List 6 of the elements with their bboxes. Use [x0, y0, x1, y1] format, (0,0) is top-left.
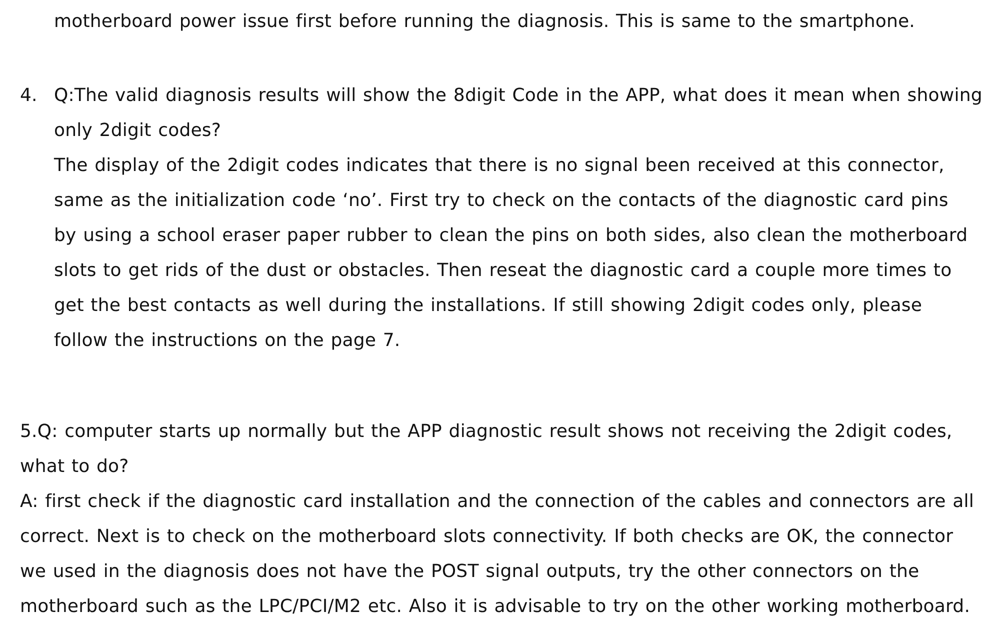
answer-paragraph: A: first check if the diagnostic card installation and the connection of the cables and connectors are all correct. Next is to check on the motherboard slots connectivity. If both checks are OK, the connector we used in the diagnosis does not have the POST signal outputs, try the other connectors on the motherboard such as the LPC/PCI/M2 etc. Also it is advisable to try on the other working motherboard. [20, 490, 975, 619]
question-text: 5.Q: computer starts up normally but the APP diagnostic result shows not receiving the 2digit codes, what to do? [20, 420, 954, 479]
list-number: 4. [20, 84, 38, 108]
question-text: Q:The valid diagnosis results will show the 8digit Code in the APP, what does it mean when showing only 2digit codes? [54, 84, 984, 143]
answer-paragraph: The display of the 2digit codes indicates that there is no signal been received at this connector, same as the initialization code ‘no’. First try to check on the contacts of the diagnostic card pins by using a school eraser paper rubber to clean the pins on both sides, also clean the motherboard slots to get rids of the dust or obstacles. Then reseat the diagnostic card a couple more times to get the best contacts as well during the installations. If still showing 2digit codes only, please follow the instructions on the page 7. [54, 154, 969, 353]
answer-paragraph: motherboard power issue first before running the diagnosis. This is same to the smartphone. [54, 10, 916, 34]
